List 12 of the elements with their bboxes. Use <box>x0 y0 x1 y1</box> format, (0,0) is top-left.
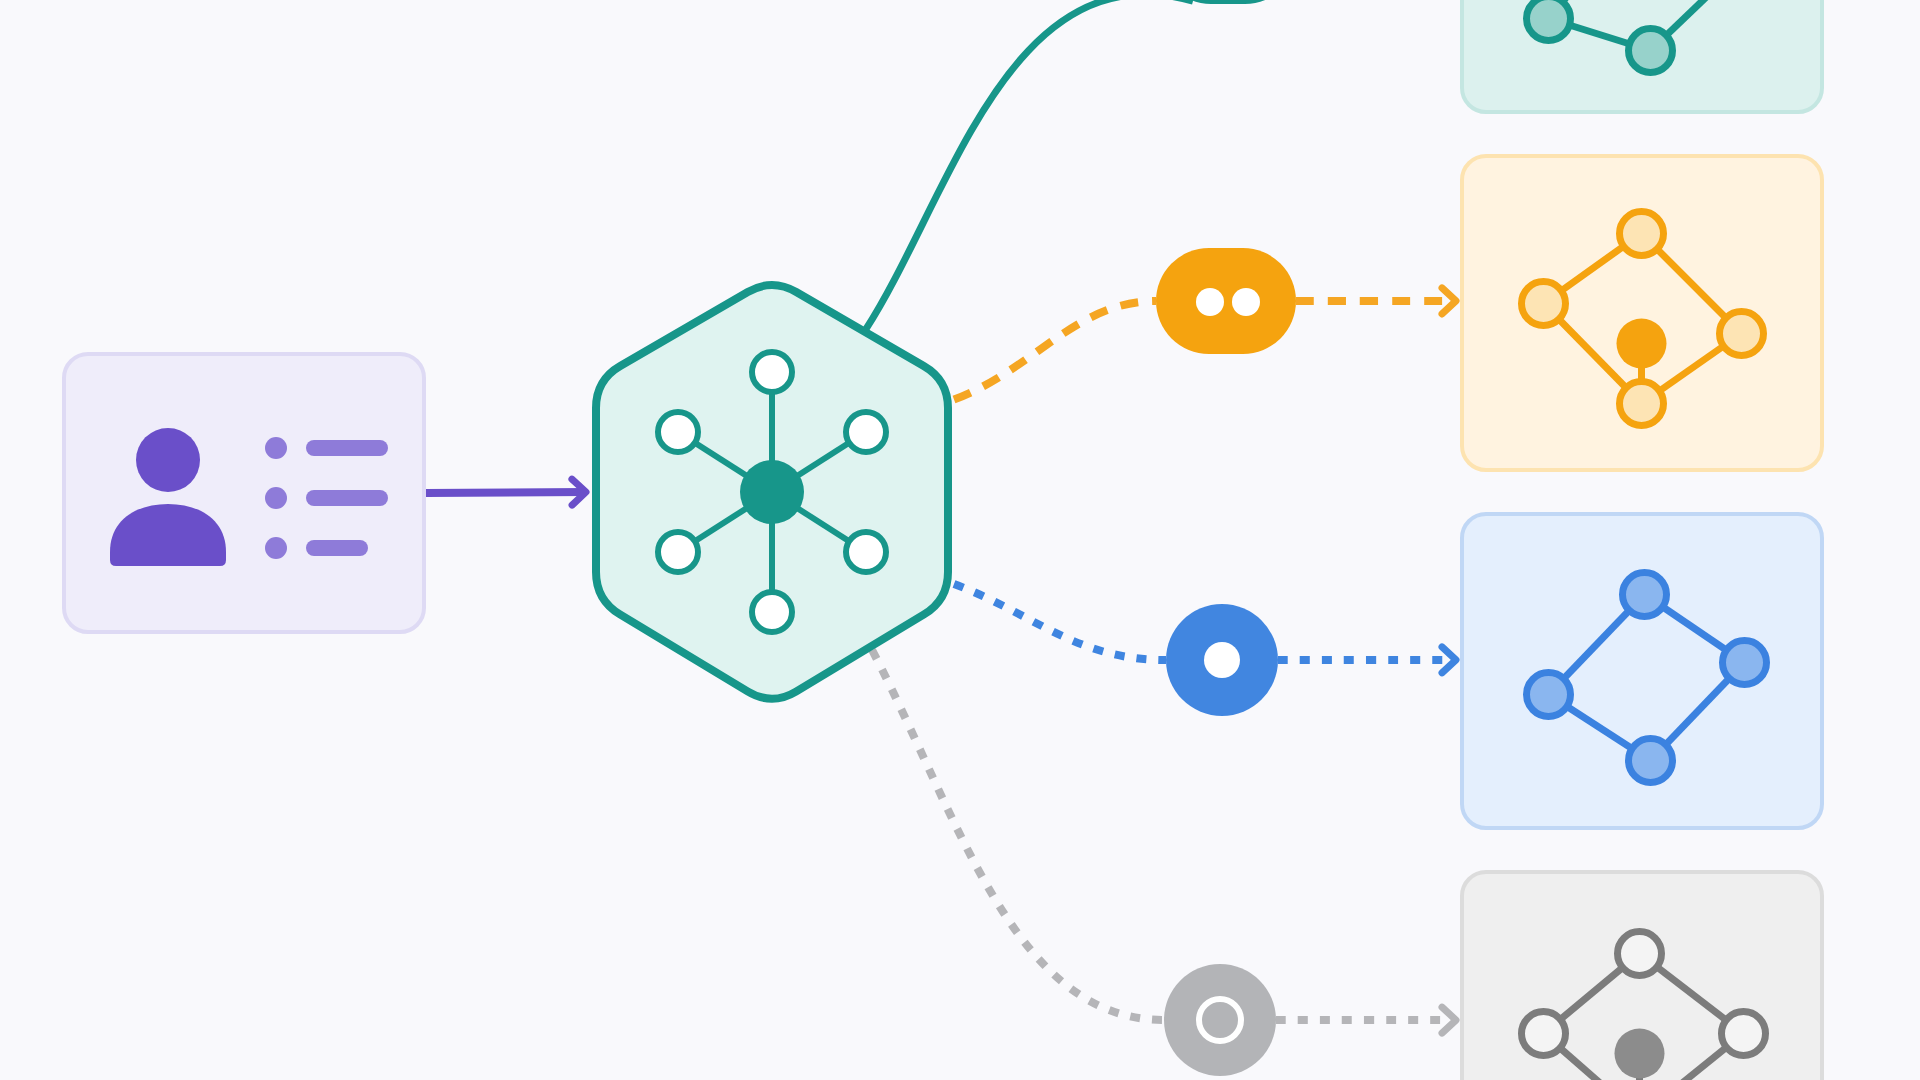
arrow <box>1276 1003 1460 1037</box>
connector-line <box>952 297 1157 404</box>
graph-card <box>1460 512 1824 830</box>
connector-line <box>862 0 1194 331</box>
graph-card <box>1460 154 1824 472</box>
arrow <box>1278 643 1460 677</box>
connector-line <box>952 580 1167 664</box>
connector-line <box>868 648 1165 1024</box>
arrow <box>425 475 590 509</box>
status-pill <box>1156 248 1296 354</box>
profile-card <box>62 352 426 634</box>
arrow <box>1296 284 1460 318</box>
